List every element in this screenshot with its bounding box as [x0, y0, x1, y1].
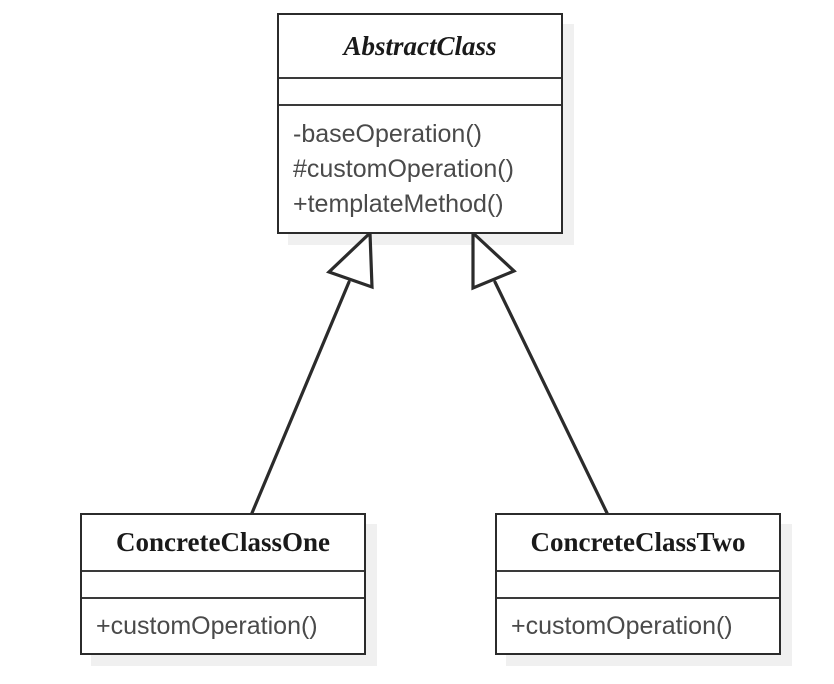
class-title-concrete-class-one: ConcreteClassOne — [116, 527, 330, 557]
method-item: #customOperation() — [293, 154, 514, 183]
methods-compartment-concrete-two: +customOperation() — [497, 599, 779, 653]
class-title-concrete-class-two: ConcreteClassTwo — [530, 527, 746, 557]
class-box-concrete-class-one[interactable]: ConcreteClassOne +customOperation() — [80, 513, 366, 655]
title-attrs-divider-concrete-two — [497, 570, 779, 572]
method-item: +templateMethod() — [293, 189, 504, 218]
method-item: -baseOperation() — [293, 119, 482, 148]
class-title-abstract-class: AbstractClass — [343, 30, 497, 61]
attrs-methods-divider-concrete-two — [497, 597, 779, 599]
class-box-abstract-class[interactable]: AbstractClass -baseOperation() #customOp… — [277, 13, 563, 234]
title-attrs-divider-concrete-one — [82, 570, 364, 572]
generalization-line-two — [493, 280, 609, 515]
methods-compartment-abstract: -baseOperation() #customOperation() +tem… — [279, 106, 561, 232]
attributes-compartment-concrete-one — [82, 572, 364, 597]
attributes-compartment-abstract — [279, 79, 561, 104]
attrs-methods-divider-abstract — [279, 104, 561, 106]
methods-compartment-concrete-one: +customOperation() — [82, 599, 364, 653]
attributes-compartment-concrete-two — [497, 572, 779, 597]
class-box-concrete-class-two[interactable]: ConcreteClassTwo +customOperation() — [495, 513, 781, 655]
generalization-line-one — [250, 280, 351, 515]
method-item: +customOperation() — [511, 612, 733, 640]
title-attrs-divider-abstract — [279, 77, 561, 79]
attrs-methods-divider-concrete-one — [82, 597, 364, 599]
method-item: +customOperation() — [96, 612, 318, 640]
